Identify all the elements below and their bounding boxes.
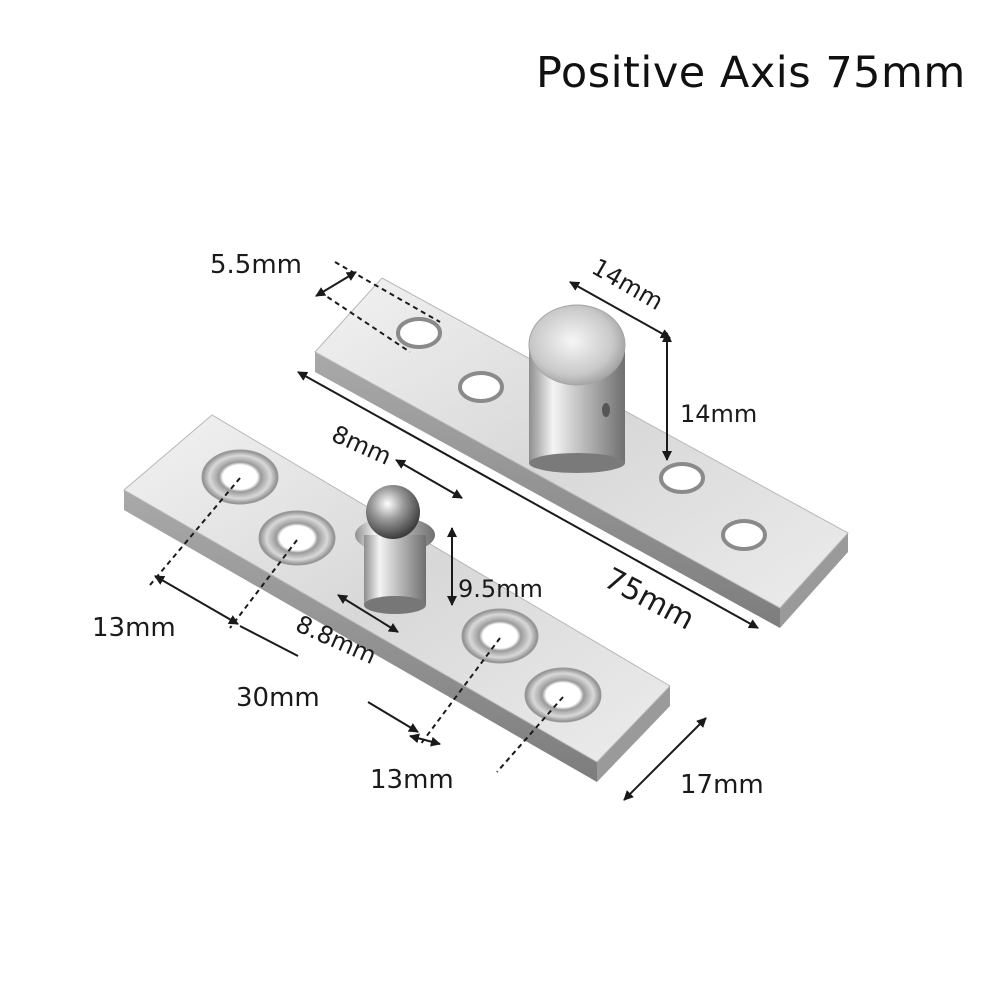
dim-center-arrow [239,625,299,657]
top-plate-edge-end [780,533,848,628]
bottom-plate-hole-3 [461,608,539,664]
dim-center-arrow-2 [367,701,419,733]
dim-length-arrow [297,371,759,629]
bottom-plate-hole-2 [258,510,336,566]
top-plate-hole-1 [396,317,442,349]
top-pin-cap [528,304,626,386]
label-pivot-diameter: 8mm [328,420,396,471]
dim-right-ext-2 [496,696,564,773]
dim-top-hole-ext-2 [319,291,411,353]
dim-pivot-offset-arrow [337,594,399,633]
pivot-body [364,535,426,605]
dim-top-hole-arrow [315,271,357,297]
label-top-hole-spacing: 5.5mm [210,250,302,280]
label-right-hole-spacing: 13mm [370,765,454,795]
bottom-plate-hole-1 [201,449,279,505]
pivot-ball [366,485,420,539]
dim-right-hole-arrow [409,733,441,747]
dimension-lines [149,261,759,801]
top-pin-base [529,453,625,473]
bottom-plate-edge [124,490,597,782]
label-left-hole-spacing: 13mm [92,613,176,643]
top-plate-hole-3 [659,462,705,494]
dim-left-ext-2 [229,539,298,629]
dim-pin-diameter-arrow [569,281,671,339]
bottom-plate-hole-4 [524,667,602,723]
dim-pivot-diameter-arrow [395,459,463,499]
pivot-foot [364,596,426,614]
top-plate-hole-2 [458,371,504,403]
label-pivot-height: 9.5mm [458,575,543,603]
top-pin-hole [602,403,610,417]
page-title: Positive Axis 75mm [536,48,966,98]
label-center-spacing: 30mm [236,683,320,713]
dim-left-hole-arrow [154,575,239,625]
dim-width-arrow [623,717,707,801]
dim-top-hole-ext-1 [334,261,441,323]
label-width: 17mm [680,770,764,800]
label-pin-diameter: 14mm [587,253,668,316]
top-plate-hole-4 [721,519,767,551]
dim-right-ext-1 [419,637,501,746]
label-pin-height: 14mm [680,400,757,428]
